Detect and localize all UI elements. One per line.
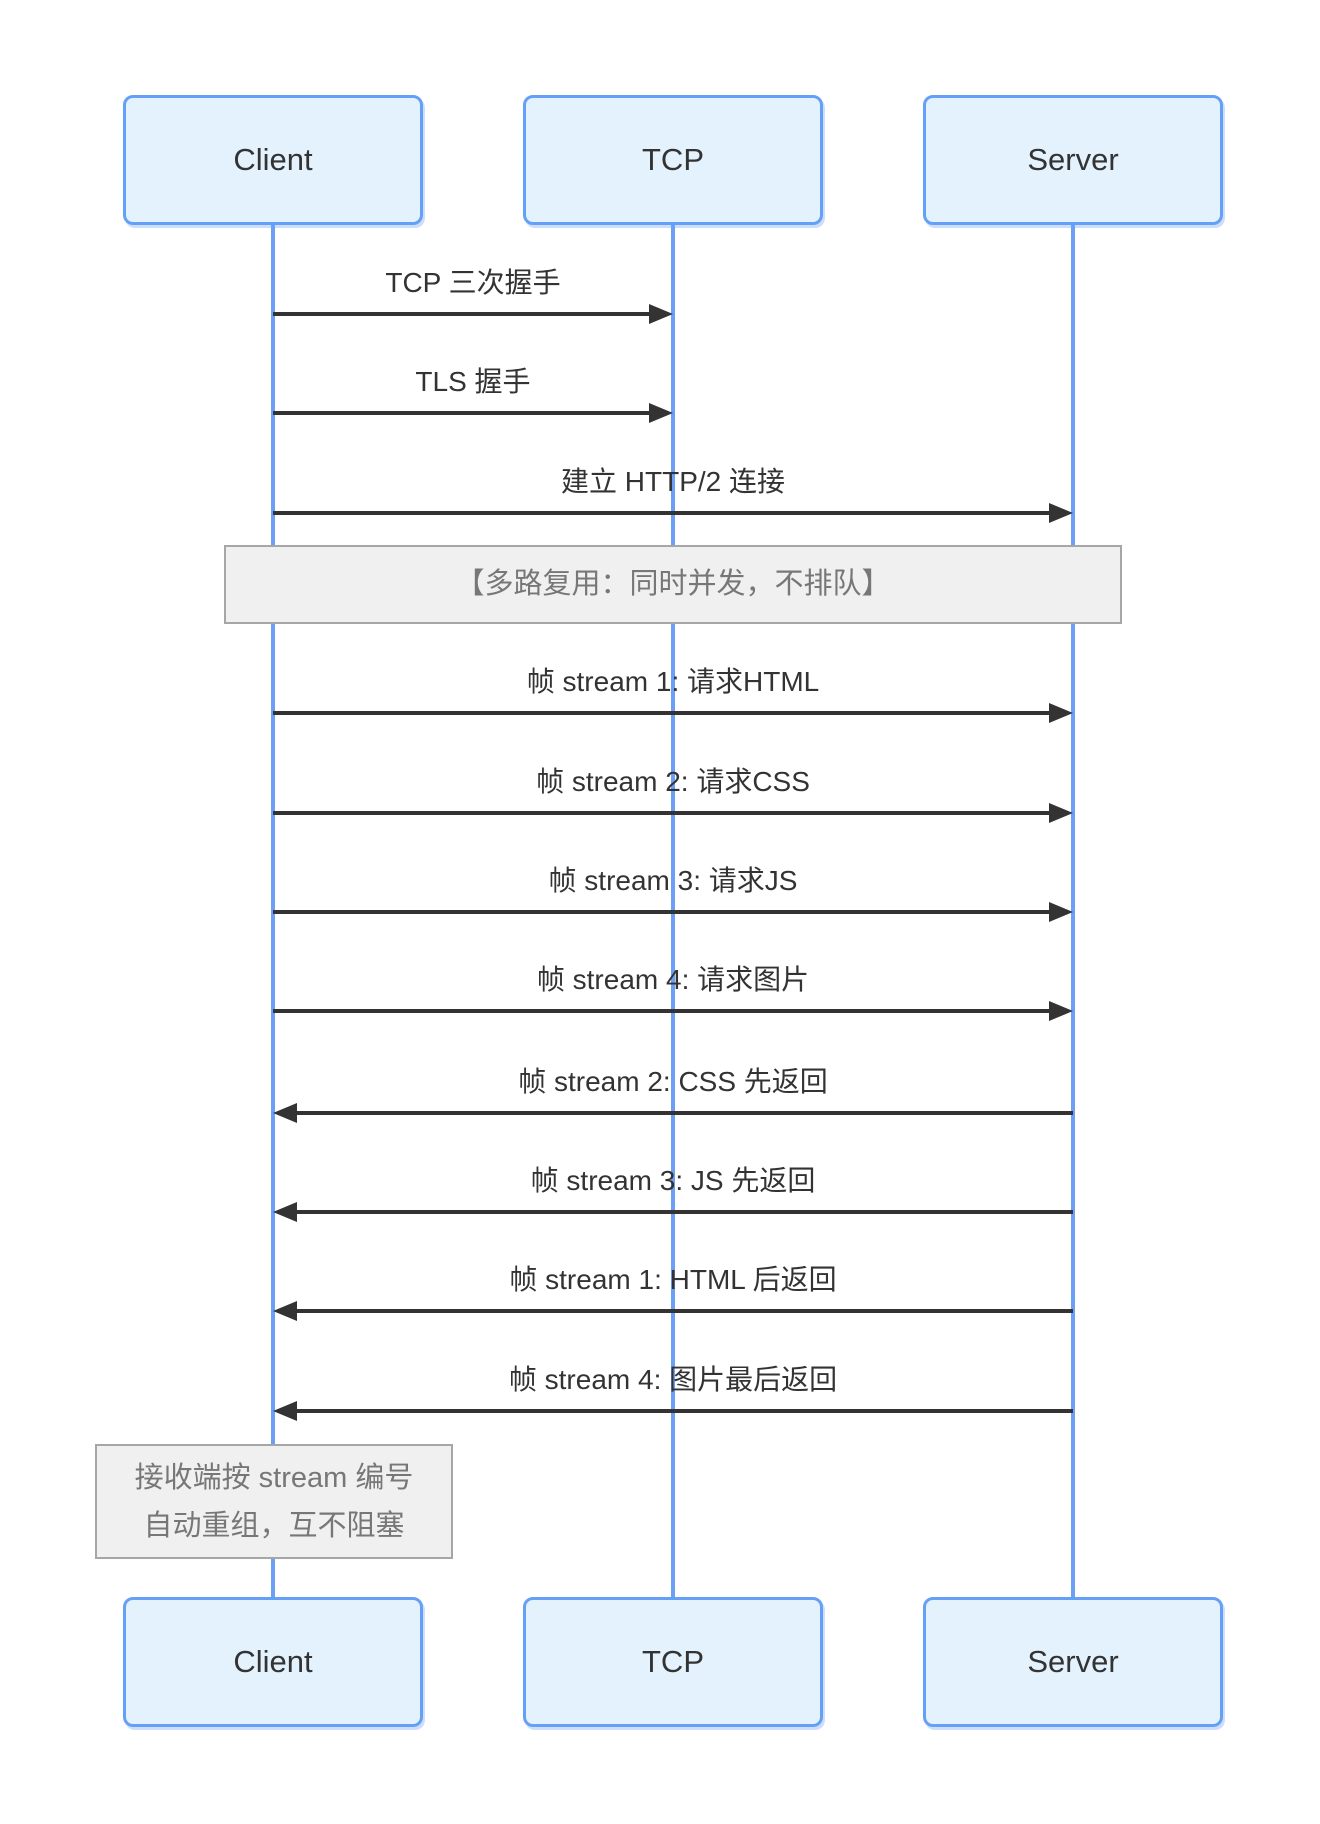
message-label: TCP 三次握手: [385, 267, 561, 298]
arrow-right-icon: [273, 702, 1073, 724]
message-label: 帧 stream 3: 请求JS: [548, 865, 798, 896]
arrow-left-icon: [273, 1400, 1073, 1422]
actor-label: Client: [233, 142, 313, 177]
arrow-right-icon: [273, 901, 1073, 923]
arrow-right-icon: [273, 402, 673, 424]
message-stream3-request: 帧 stream 3: 请求JS: [273, 861, 1073, 927]
note-text-line1: 接收端按 stream 编号: [134, 1462, 414, 1494]
actor-label: TCP: [642, 1644, 704, 1679]
message-label: 帧 stream 4: 图片最后返回: [508, 1364, 838, 1395]
message-label: 帧 stream 4: 请求图片: [536, 964, 810, 995]
arrow-left-icon: [273, 1201, 1073, 1223]
arrow-left-icon: [273, 1300, 1073, 1322]
arrow-left-icon: [273, 1102, 1073, 1124]
message-tls-handshake: TLS 握手: [273, 362, 673, 428]
message-http2-connect: 建立 HTTP/2 连接: [273, 462, 1073, 528]
actor-box-server-bottom: Server: [923, 1597, 1223, 1727]
arrow-right-icon: [273, 1000, 1073, 1022]
actor-label: Server: [1027, 1644, 1119, 1679]
message-stream3-response: 帧 stream 3: JS 先返回: [273, 1161, 1073, 1227]
arrow-right-icon: [273, 303, 673, 325]
note-text-line2: 自动重组，互不阻塞: [143, 1510, 405, 1542]
message-stream2-request: 帧 stream 2: 请求CSS: [273, 762, 1073, 828]
actor-box-server-top: Server: [923, 95, 1223, 225]
message-label: 帧 stream 2: CSS 先返回: [518, 1066, 828, 1097]
message-label: TLS 握手: [415, 366, 531, 397]
note-multiplexing: 【多路复用：同时并发，不排队】: [224, 545, 1122, 624]
message-stream2-response: 帧 stream 2: CSS 先返回: [273, 1062, 1073, 1128]
message-label: 帧 stream 3: JS 先返回: [530, 1165, 816, 1196]
actor-label: Server: [1027, 142, 1119, 177]
message-label: 帧 stream 1: HTML 后返回: [509, 1264, 837, 1295]
message-label: 建立 HTTP/2 连接: [560, 466, 785, 497]
actor-box-client-bottom: Client: [123, 1597, 423, 1727]
message-stream1-response: 帧 stream 1: HTML 后返回: [273, 1260, 1073, 1326]
note-reassembly: 接收端按 stream 编号 自动重组，互不阻塞: [95, 1444, 453, 1559]
actor-box-tcp-bottom: TCP: [523, 1597, 823, 1727]
message-tcp-handshake: TCP 三次握手: [273, 263, 673, 329]
message-stream4-response: 帧 stream 4: 图片最后返回: [273, 1360, 1073, 1426]
message-stream1-request: 帧 stream 1: 请求HTML: [273, 662, 1073, 728]
message-stream4-request: 帧 stream 4: 请求图片: [273, 960, 1073, 1026]
message-label: 帧 stream 2: 请求CSS: [536, 766, 810, 797]
actor-label: Client: [233, 1644, 313, 1679]
actor-label: TCP: [642, 142, 704, 177]
message-label: 帧 stream 1: 请求HTML: [526, 666, 820, 697]
actor-box-client-top: Client: [123, 95, 423, 225]
note-text: 【多路复用：同时并发，不排队】: [455, 568, 891, 600]
arrow-right-icon: [273, 502, 1073, 524]
arrow-right-icon: [273, 802, 1073, 824]
actor-box-tcp-top: TCP: [523, 95, 823, 225]
lifeline-server: [1071, 225, 1075, 1597]
